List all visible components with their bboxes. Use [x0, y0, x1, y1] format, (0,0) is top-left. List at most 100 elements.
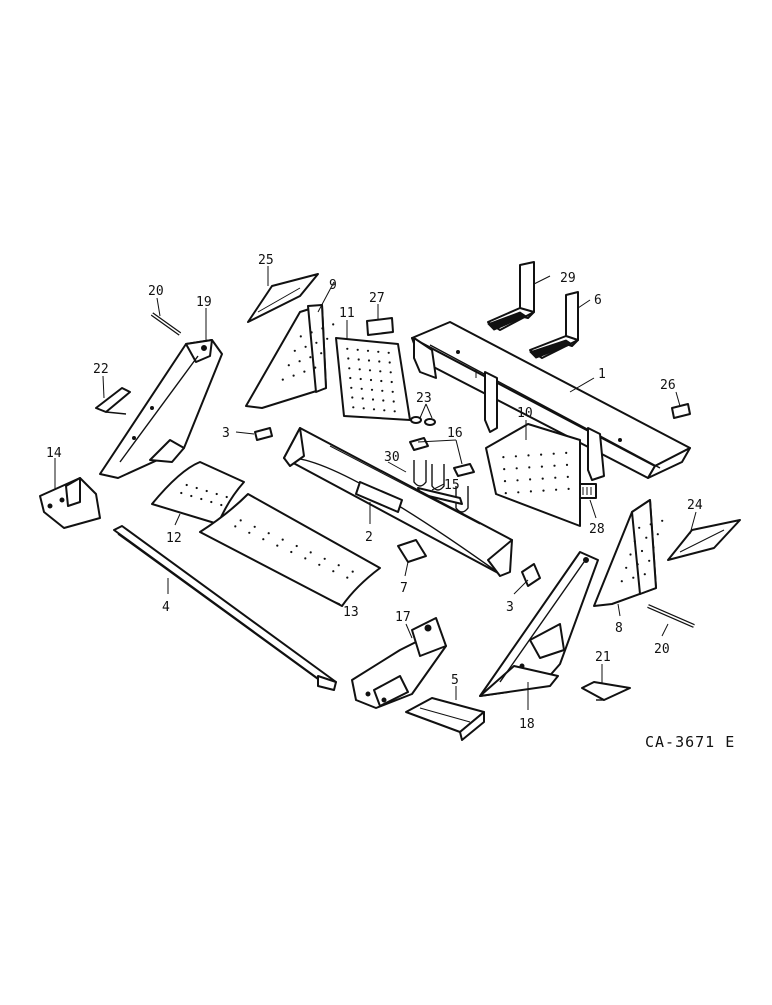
rivet-dot [281, 538, 284, 541]
rivet-dot [309, 551, 312, 554]
rivet-dot [503, 480, 507, 483]
rivet-dot [351, 570, 354, 573]
callout-27: 27 [369, 291, 385, 306]
rivet-dot [566, 475, 569, 478]
part-22-bracket [95, 387, 131, 415]
rivet-dot [377, 350, 380, 353]
rivet-dot [366, 349, 370, 352]
rivet-dot [309, 356, 312, 359]
part-18-right-end-frame [479, 551, 599, 697]
rivet-dot [553, 464, 556, 467]
rivet-dot [314, 366, 317, 369]
rivet-dot [253, 525, 256, 528]
rivet-dot [215, 492, 218, 496]
rivet-dot [180, 491, 183, 495]
rivet-dot [382, 399, 385, 402]
rivet-dot [362, 407, 365, 410]
rivet-dot [337, 564, 340, 567]
rivet-dot [304, 345, 307, 348]
callout-10: 10 [517, 406, 533, 421]
part-13-floor-sheet [199, 493, 381, 607]
rivet-dot [555, 488, 558, 491]
rivet-dot [633, 540, 636, 543]
callout-9: 9 [329, 278, 337, 293]
callout-4: 4 [162, 600, 170, 615]
callout-19: 19 [196, 295, 212, 310]
part-23-washers [410, 416, 436, 426]
callout-13: 13 [343, 605, 359, 620]
rivet-dot [347, 357, 350, 360]
rivet-dot [517, 491, 520, 494]
callout-16: 16 [447, 426, 463, 441]
rivet-dot [640, 549, 644, 553]
rivet-dot [391, 390, 394, 393]
rivet-dot [372, 408, 376, 411]
part-28-clip [579, 483, 597, 499]
part-6-bracket [529, 291, 579, 359]
rivet-dot [649, 523, 652, 526]
rivet-dot [281, 378, 284, 381]
rivet-dot [234, 525, 237, 528]
rivet-dot [632, 576, 635, 579]
rivet-dot [303, 370, 306, 373]
rivet-dot [190, 494, 193, 498]
rivet-dot [276, 544, 279, 547]
rivet-dot [225, 495, 228, 499]
part-8-side-panel [593, 499, 664, 607]
rivet-dot [529, 490, 533, 493]
rivet-dot [293, 349, 296, 352]
callout-24: 24 [687, 498, 703, 513]
rivet-dot [321, 327, 324, 330]
rivet-dot [383, 409, 386, 412]
rivet-dot [220, 503, 223, 507]
rivet-dot [629, 553, 632, 556]
rivet-dot [380, 379, 383, 383]
rivet-dot [388, 361, 391, 364]
rivet-dot [290, 550, 293, 554]
rivet-dot [390, 380, 393, 384]
rivet-dot [540, 465, 544, 468]
rivet-dot [346, 576, 349, 579]
rivet-dot [299, 335, 302, 338]
part-1-main-beam [411, 321, 691, 481]
callout-20-upper: 20 [148, 284, 164, 299]
rivet-dot [648, 559, 651, 562]
callout-28: 28 [589, 522, 605, 537]
callout-18: 18 [519, 717, 535, 732]
rivet-dot [361, 397, 364, 400]
callout-3-lower: 3 [506, 600, 514, 615]
callout-12: 12 [166, 531, 182, 546]
rivet-dot [357, 358, 360, 361]
rivet-dot [239, 519, 242, 522]
rivet-dot [514, 455, 518, 458]
rivet-dot [358, 368, 361, 371]
part-17-support [351, 617, 447, 709]
rivet-dot [292, 374, 295, 377]
rivet-dot [656, 533, 659, 536]
rivet-dot [368, 369, 372, 372]
rivet-dot [504, 492, 507, 495]
callout-14: 14 [46, 446, 62, 461]
callout-30: 30 [384, 450, 400, 465]
rivet-dot [636, 563, 639, 566]
callout-11: 11 [339, 306, 355, 321]
rivet-dot [348, 367, 351, 370]
callout-3-upper: 3 [222, 426, 230, 441]
rivet-dot [387, 351, 390, 354]
callout-6: 6 [594, 293, 602, 308]
part-16-plates [409, 437, 475, 477]
rivet-dot [565, 451, 568, 454]
rivet-dot [185, 483, 188, 487]
rivet-dot [638, 526, 641, 529]
rivet-dot [378, 360, 381, 363]
rivet-dot [541, 477, 544, 480]
part-10-liner-sheet [485, 423, 581, 527]
rivet-dot [287, 364, 290, 367]
rivet-dot [379, 370, 382, 373]
callout-7: 7 [400, 581, 408, 596]
rivet-dot [503, 468, 506, 471]
rivet-dot [210, 500, 213, 504]
part-2-center-trough [283, 427, 513, 577]
leader-lines [54, 266, 697, 710]
rivet-dot [205, 489, 208, 493]
